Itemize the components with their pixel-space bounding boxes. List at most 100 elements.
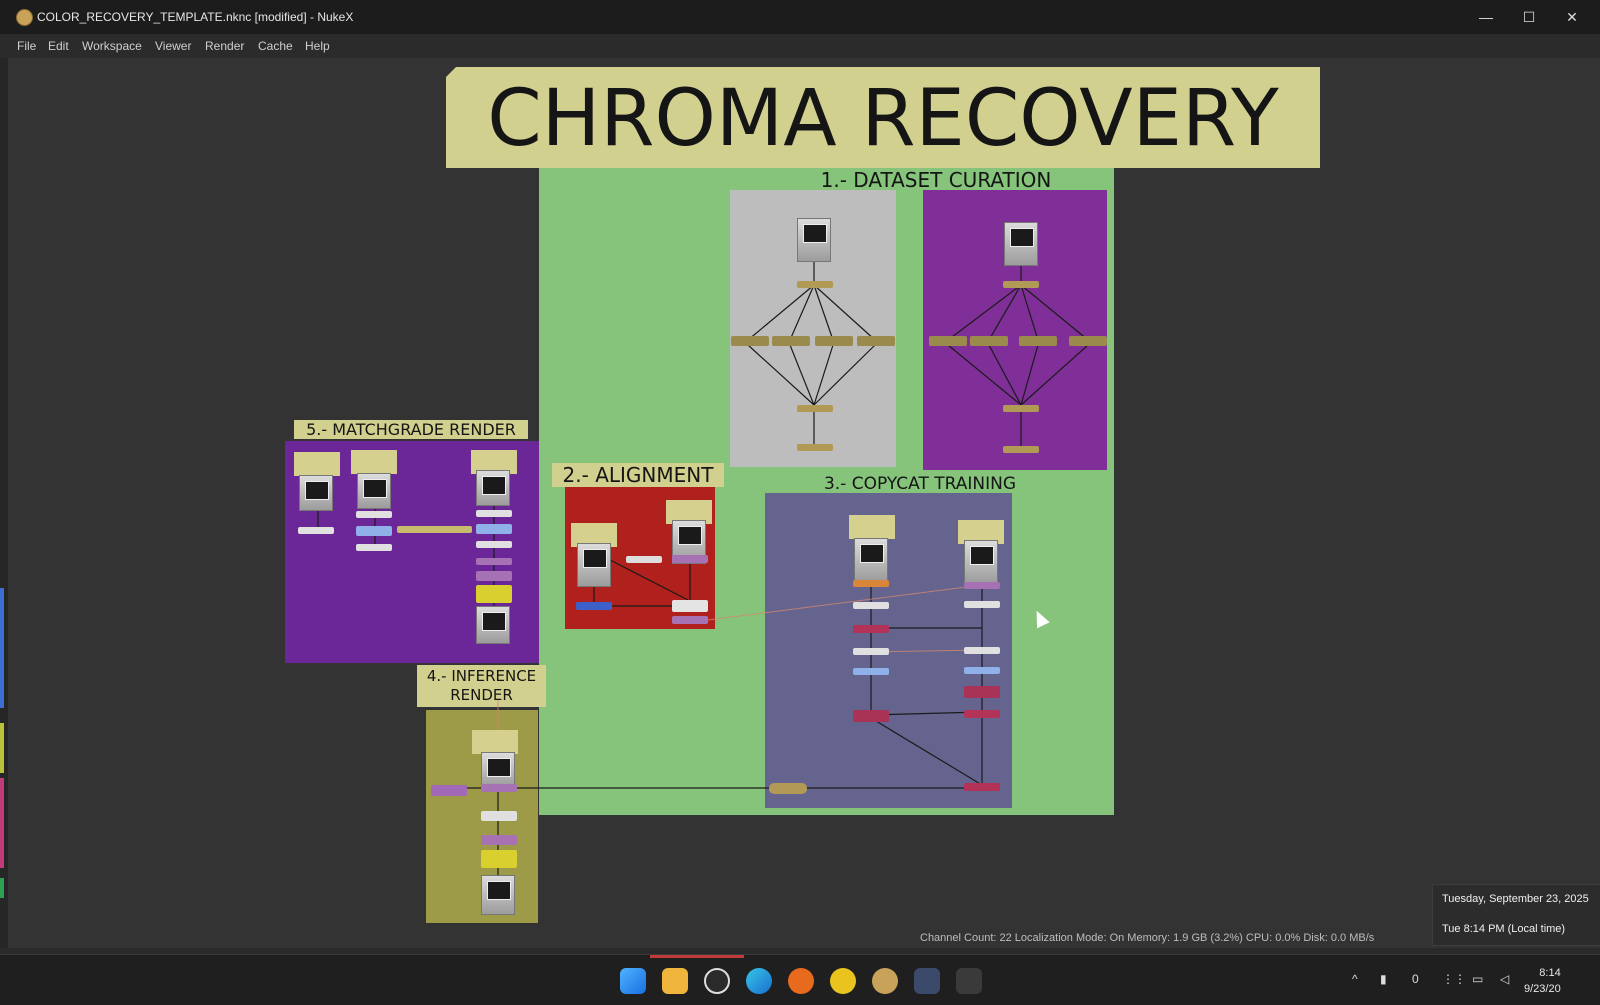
tan-node[interactable] [797,281,833,288]
backdrop-title-inference-line2: RENDER [450,686,513,704]
tan-node[interactable] [1003,405,1039,412]
light-blue-node[interactable] [853,668,889,675]
tan-dot-node[interactable] [769,783,807,794]
tray-grid-icon[interactable]: ⋮⋮ [1442,972,1466,986]
white-node[interactable] [964,601,1000,608]
read-node-thumbnail[interactable] [1004,222,1038,266]
tray-count[interactable]: 0 [1412,972,1419,986]
crimson-node[interactable] [853,710,889,722]
purple-node[interactable] [481,784,517,792]
light-blue-node[interactable] [964,667,1000,674]
menu-file[interactable]: File [17,39,37,53]
read-node-thumbnail[interactable] [476,470,510,506]
light-blue-node[interactable] [476,524,512,534]
tan-node[interactable] [797,444,833,451]
strip-marker-pink [0,778,4,868]
file-explorer-icon[interactable] [662,968,688,994]
n-app-icon[interactable] [830,968,856,994]
tan-node[interactable] [797,405,833,412]
tray-chevron-icon[interactable]: ^ [1352,972,1358,986]
blue-node[interactable] [576,602,612,610]
main-title-note[interactable]: CHROMA RECOVERY [446,67,1320,168]
menu-edit[interactable]: Edit [48,39,69,53]
note-node[interactable] [472,730,518,754]
light-blue-node[interactable] [356,526,392,536]
white-node[interactable] [964,647,1000,654]
purple-node[interactable] [672,616,708,624]
tan-dot-node[interactable] [397,526,472,533]
tan-node[interactable] [815,336,853,346]
yellow-node[interactable] [481,850,517,868]
menu-help[interactable]: Help [305,39,330,53]
edge-icon[interactable] [746,968,772,994]
purple-node[interactable] [431,785,467,796]
terminal-icon[interactable] [956,968,982,994]
tan-node[interactable] [731,336,769,346]
tan-node[interactable] [857,336,895,346]
white-node[interactable] [476,510,512,517]
white-node[interactable] [298,527,334,534]
note-node[interactable] [351,450,397,474]
crimson-node[interactable] [964,710,1000,718]
crimson-node[interactable] [964,783,1000,791]
minimize-button[interactable]: — [1479,9,1493,25]
tan-node[interactable] [1003,446,1039,453]
tray-network-icon[interactable]: ▭ [1472,972,1484,986]
white-node[interactable] [481,811,517,821]
purple-node[interactable] [672,555,708,563]
read-node-thumbnail[interactable] [797,218,831,262]
read-node-thumbnail[interactable] [357,473,391,509]
davinci-icon[interactable] [914,968,940,994]
purple-node[interactable] [964,582,1000,589]
left-panel-strip [0,58,8,948]
tan-node[interactable] [772,336,810,346]
white-node[interactable] [356,544,392,551]
read-node-thumbnail[interactable] [299,475,333,511]
white-node[interactable] [853,602,889,609]
menu-bar: File Edit Workspace Viewer Render Cache … [0,34,1600,58]
viewer-node-thumbnail[interactable] [481,875,515,915]
tray-app-icon[interactable]: ▮ [1380,972,1387,986]
tan-node[interactable] [1069,336,1107,346]
crimson-node[interactable] [964,686,1000,698]
purple-node[interactable] [476,571,512,581]
read-node-thumbnail[interactable] [577,543,611,587]
tan-node[interactable] [1019,336,1057,346]
read-node-thumbnail[interactable] [854,538,888,582]
menu-cache[interactable]: Cache [258,39,293,53]
tan-node[interactable] [970,336,1008,346]
viewer-node-thumbnail[interactable] [476,606,510,644]
menu-viewer[interactable]: Viewer [155,39,192,53]
status-bar: Channel Count: 22 Localization Mode: On … [920,932,1375,944]
white-node[interactable] [672,600,708,612]
p-app-icon[interactable] [788,968,814,994]
white-node[interactable] [853,648,889,655]
maximize-button[interactable]: ☐ [1522,9,1536,25]
note-node[interactable] [294,452,340,476]
windows-start-icon[interactable] [620,968,646,994]
read-node-thumbnail[interactable] [481,752,515,788]
menu-workspace[interactable]: Workspace [82,39,142,53]
nuke-icon[interactable] [872,968,898,994]
purple-node[interactable] [481,835,517,845]
clock-tooltip: Tuesday, September 23, 2025 Tue 8:14 PM … [1432,884,1600,946]
white-node[interactable] [356,511,392,518]
crimson-node[interactable] [853,625,889,633]
close-button[interactable]: ✕ [1566,9,1578,25]
tan-node[interactable] [929,336,967,346]
orange-node[interactable] [853,580,889,587]
tan-node[interactable] [1003,281,1039,288]
menu-render[interactable]: Render [205,39,245,53]
read-node-thumbnail[interactable] [964,540,998,584]
strip-marker-blue [0,588,4,708]
purple-node[interactable] [476,558,512,565]
backdrop-title-inference-line1: 4.- INFERENCE [426,667,537,685]
chatgpt-icon[interactable] [704,968,730,994]
note-node[interactable] [849,515,895,539]
white-node[interactable] [476,541,512,548]
taskbar-clock[interactable]: 8:14 9/23/20 [1524,965,1561,997]
yellow-node[interactable] [476,585,512,603]
tray-volume-icon[interactable]: ◁ [1500,972,1510,986]
nuke-app-icon [16,9,33,26]
white-node[interactable] [626,556,662,563]
